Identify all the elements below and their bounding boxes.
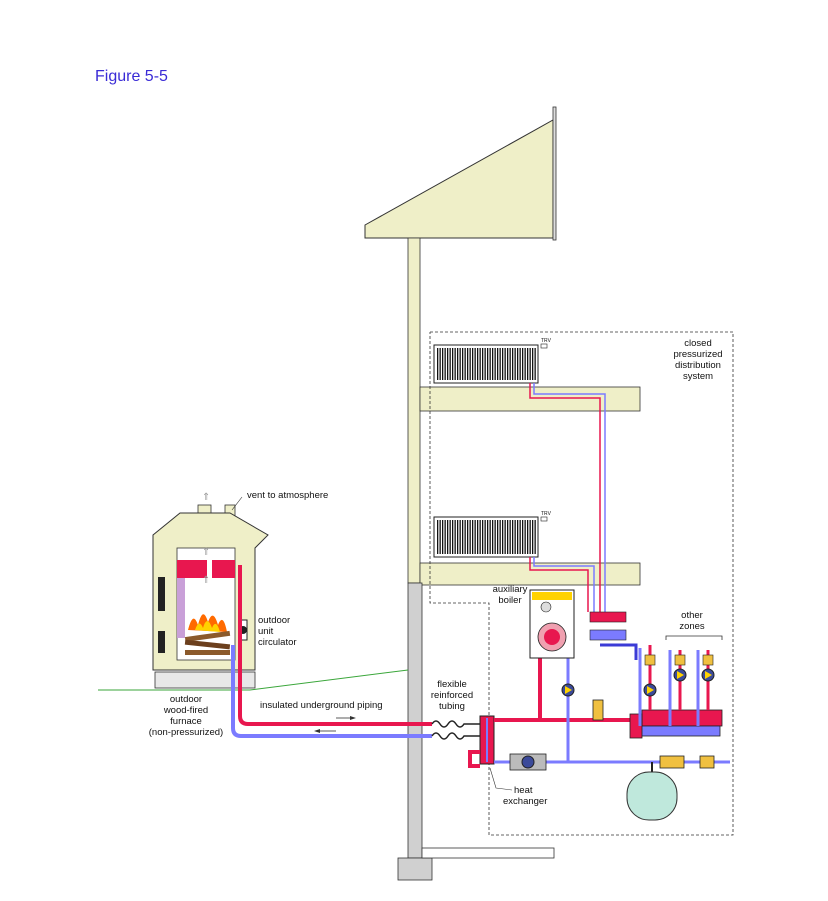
furnace-label-1: outdoor bbox=[170, 694, 202, 705]
vent-label: vent to atmosphere bbox=[247, 490, 328, 501]
basement-piping bbox=[468, 658, 730, 821]
circulator-label-3: circulator bbox=[258, 637, 297, 648]
fire-icon bbox=[184, 614, 231, 655]
closed-system-label-1: closed bbox=[684, 338, 711, 349]
circulator-label-2: unit bbox=[258, 626, 274, 637]
heat-exchanger-label-2: exchanger bbox=[503, 796, 547, 807]
svg-text:⇑: ⇑ bbox=[202, 575, 210, 586]
underground-piping bbox=[231, 565, 480, 740]
tubing-label-1: flexible bbox=[437, 679, 467, 690]
ground-line bbox=[98, 669, 409, 691]
tubing-label-2: reinforced bbox=[431, 690, 473, 701]
boiler-label-1: auxiliary bbox=[493, 584, 528, 595]
trv-label-upper: TRV bbox=[541, 338, 552, 344]
furnace-label-4: (non-pressurized) bbox=[149, 727, 223, 738]
svg-text:⇑: ⇑ bbox=[202, 492, 210, 503]
annotation-labels: vent to atmosphere outdoor unit circulat… bbox=[149, 338, 723, 807]
expansion-tank bbox=[626, 771, 678, 821]
closed-system-label-2: pressurized bbox=[673, 349, 722, 360]
heat-exchanger-label-1: heat bbox=[514, 785, 533, 796]
auxiliary-boiler bbox=[529, 589, 575, 659]
other-zones-label-1: other bbox=[681, 610, 703, 621]
closed-system-label-3: distribution bbox=[675, 360, 721, 371]
figure-title: Figure 5-5 bbox=[95, 68, 168, 85]
boiler-label-2: boiler bbox=[498, 595, 521, 606]
zone-manifold bbox=[600, 635, 723, 739]
tubing-label-3: tubing bbox=[439, 701, 465, 712]
outdoor-furnace: ⇑ ⇑ ⇑ bbox=[152, 492, 269, 689]
circulator-label-1: outdoor bbox=[258, 615, 290, 626]
radiator-lower bbox=[433, 516, 548, 558]
radiator-upper bbox=[433, 343, 548, 384]
trv-label-lower: TRV bbox=[541, 511, 552, 517]
radiator-piping bbox=[529, 383, 627, 641]
other-zones-label-2: zones bbox=[679, 621, 705, 632]
furnace-label-2: wood-fired bbox=[163, 705, 208, 716]
piping-label: insulated underground piping bbox=[260, 700, 383, 711]
furnace-label-3: furnace bbox=[170, 716, 202, 727]
svg-text:⇑: ⇑ bbox=[202, 547, 210, 558]
closed-system-label-4: system bbox=[683, 371, 713, 382]
